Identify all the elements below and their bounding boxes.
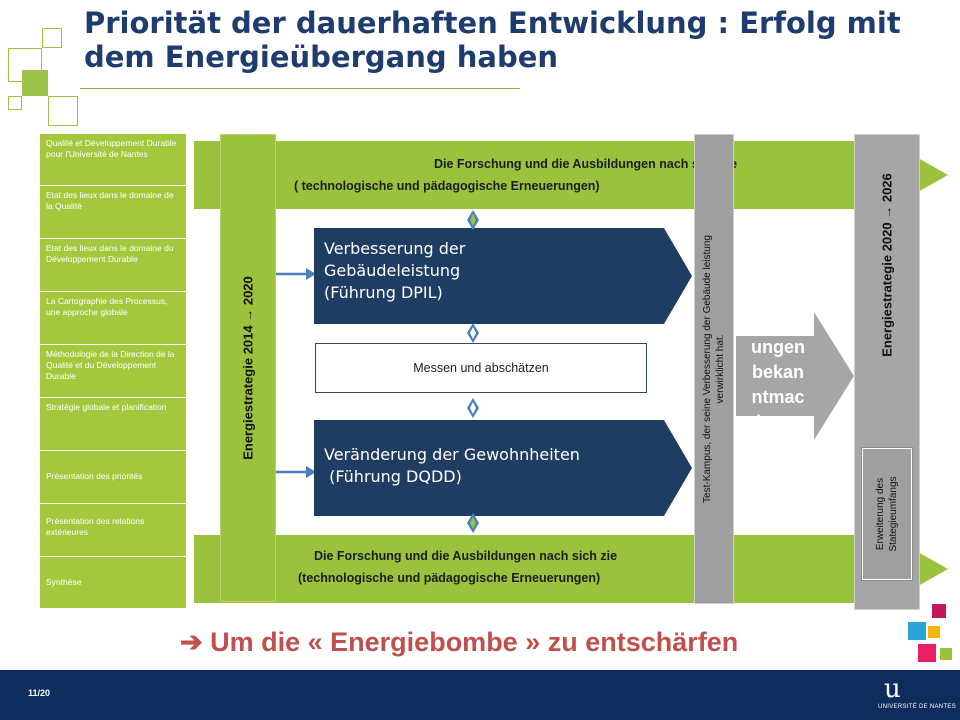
- expansion-box: Erweiterung des Stategieumfangs: [861, 447, 913, 581]
- measure-box: Messen und abschätzen: [315, 343, 647, 393]
- title-divider: [80, 88, 520, 89]
- test-campus-line1: Test-Kampus, der seine Verbesserung der …: [702, 235, 713, 503]
- bottom-band-line1: Die Forschung und die Ausbildungen nach …: [314, 549, 618, 563]
- logo-square: [928, 626, 940, 638]
- top-band-line2: ( technologische und pädagogische Erneue…: [294, 179, 600, 193]
- sidebar-item-etat-qualite[interactable]: Etat des lieux dans le domaine de la Qua…: [40, 186, 186, 239]
- top-band-arrow-head: [918, 158, 948, 192]
- habits-line1: Veränderung der Gewohnheiten: [324, 445, 580, 464]
- connector-arrow-bottom: [276, 466, 316, 478]
- sidebar-item-label: La Cartographie des Processus, une appro…: [46, 296, 168, 317]
- decor-square: [48, 96, 78, 126]
- decor-square: [42, 28, 62, 48]
- sidebar-item-priorites[interactable]: Présentation des priorités: [40, 451, 186, 504]
- bottom-band-arrow-head: [918, 552, 948, 586]
- top-research-band: Die Forschung und die Ausbildungen nach …: [194, 141, 920, 209]
- page-title: Priorität der dauerhaften Entwicklung : …: [84, 6, 901, 74]
- building-line2: Gebäudeleistung: [324, 261, 461, 280]
- expansion-line1: Erweiterung des: [875, 477, 886, 551]
- university-logo-mark: u: [884, 674, 901, 704]
- sidebar-item-relations[interactable]: Présentation des relations extérieures: [40, 504, 186, 557]
- sidebar-item-label: Méthodologie de la Direction de la Quali…: [46, 349, 175, 381]
- logo-square: [918, 644, 936, 662]
- experience-label: Erfahr ungen bekan ntmac hung: [751, 312, 805, 432]
- diamond-connector: [467, 210, 479, 230]
- decor-square: [22, 70, 48, 96]
- sidebar-item-label: Présentation des relations extérieures: [46, 516, 145, 537]
- logo-square: [932, 604, 946, 618]
- strategy-2026-label: Energiestrategie 2020 → 2026: [879, 173, 895, 357]
- top-band-line1: Die Forschung und die Ausbildungen nach …: [434, 157, 738, 171]
- building-line1: Verbesserung der: [324, 239, 466, 258]
- sidebar-item-label: Etat des lieux dans le domaine de la Qua…: [46, 190, 174, 211]
- sidebar-item-quality-dd[interactable]: Qualité et Développement Durable pour l'…: [40, 134, 186, 186]
- test-campus-text: Test-Kampus, der seine Verbesserung der …: [701, 235, 727, 503]
- sidebar-item-etat-dd[interactable]: Etat des lieux dans le domaine du Dévelo…: [40, 239, 186, 292]
- test-campus-bar: Test-Kampus, der seine Verbesserung der …: [694, 134, 734, 604]
- sidebar-item-strategie[interactable]: Stratégie globale et planification: [40, 398, 186, 451]
- conclusion-text: ➔ Um die « Energiebombe » zu entschärfen: [180, 627, 739, 657]
- building-box-text: Verbesserung der Gebäudeleistung (Führun…: [324, 238, 654, 304]
- strategy-2014-bar: Energiestrategie 2014 → 2020: [220, 134, 276, 602]
- footer-bar: [0, 670, 960, 720]
- habits-box-text: Veränderung der Gewohnheiten (Führung DQ…: [324, 444, 664, 488]
- logo-square: [908, 622, 926, 640]
- diamond-connector: [467, 323, 479, 343]
- sidebar-item-synthese[interactable]: Synthèse: [40, 557, 186, 609]
- strategy-2014-label: Energiestrategie 2014 → 2020: [240, 276, 256, 460]
- experience-arrow-shape: [736, 312, 854, 440]
- building-line3: (Führung DPIL): [324, 283, 443, 302]
- diamond-connector: [467, 398, 479, 418]
- expansion-line2: Stategieumfangs: [888, 476, 899, 552]
- building-arrow-shape: [314, 228, 692, 324]
- sidebar-item-label: Stratégie globale et planification: [46, 402, 167, 412]
- logo-square: [940, 648, 952, 660]
- connector-arrow-top: [276, 268, 316, 280]
- sidebar-item-label: Présentation des priorités: [46, 471, 143, 481]
- sidebar-item-label: Qualité et Développement Durable pour l'…: [46, 138, 177, 159]
- bottom-research-band: Die Forschung und die Ausbildungen nach …: [194, 535, 920, 603]
- expansion-text: Erweiterung des Stategieumfangs: [874, 476, 900, 551]
- sidebar-item-label: Etat des lieux dans le domaine du Dévelo…: [46, 243, 174, 264]
- habits-line2: (Führung DQDD): [324, 467, 462, 486]
- sidebar-item-methodologie[interactable]: Méthodologie de la Direction de la Quali…: [40, 345, 186, 398]
- test-campus-line2: verwirklicht hat.: [715, 334, 726, 404]
- page-number: 11/20: [28, 688, 51, 698]
- sidebar-item-cartographie[interactable]: La Cartographie des Processus, une appro…: [40, 292, 186, 345]
- diamond-connector: [467, 513, 479, 533]
- university-logo-text: UNIVERSITÉ DE NANTES: [878, 704, 957, 710]
- decor-square: [8, 96, 22, 110]
- sidebar-item-label: Synthèse: [46, 577, 82, 587]
- bottom-band-line2: (technologische und pädagogische Erneuer…: [298, 571, 601, 585]
- habits-arrow-shape: [314, 420, 692, 516]
